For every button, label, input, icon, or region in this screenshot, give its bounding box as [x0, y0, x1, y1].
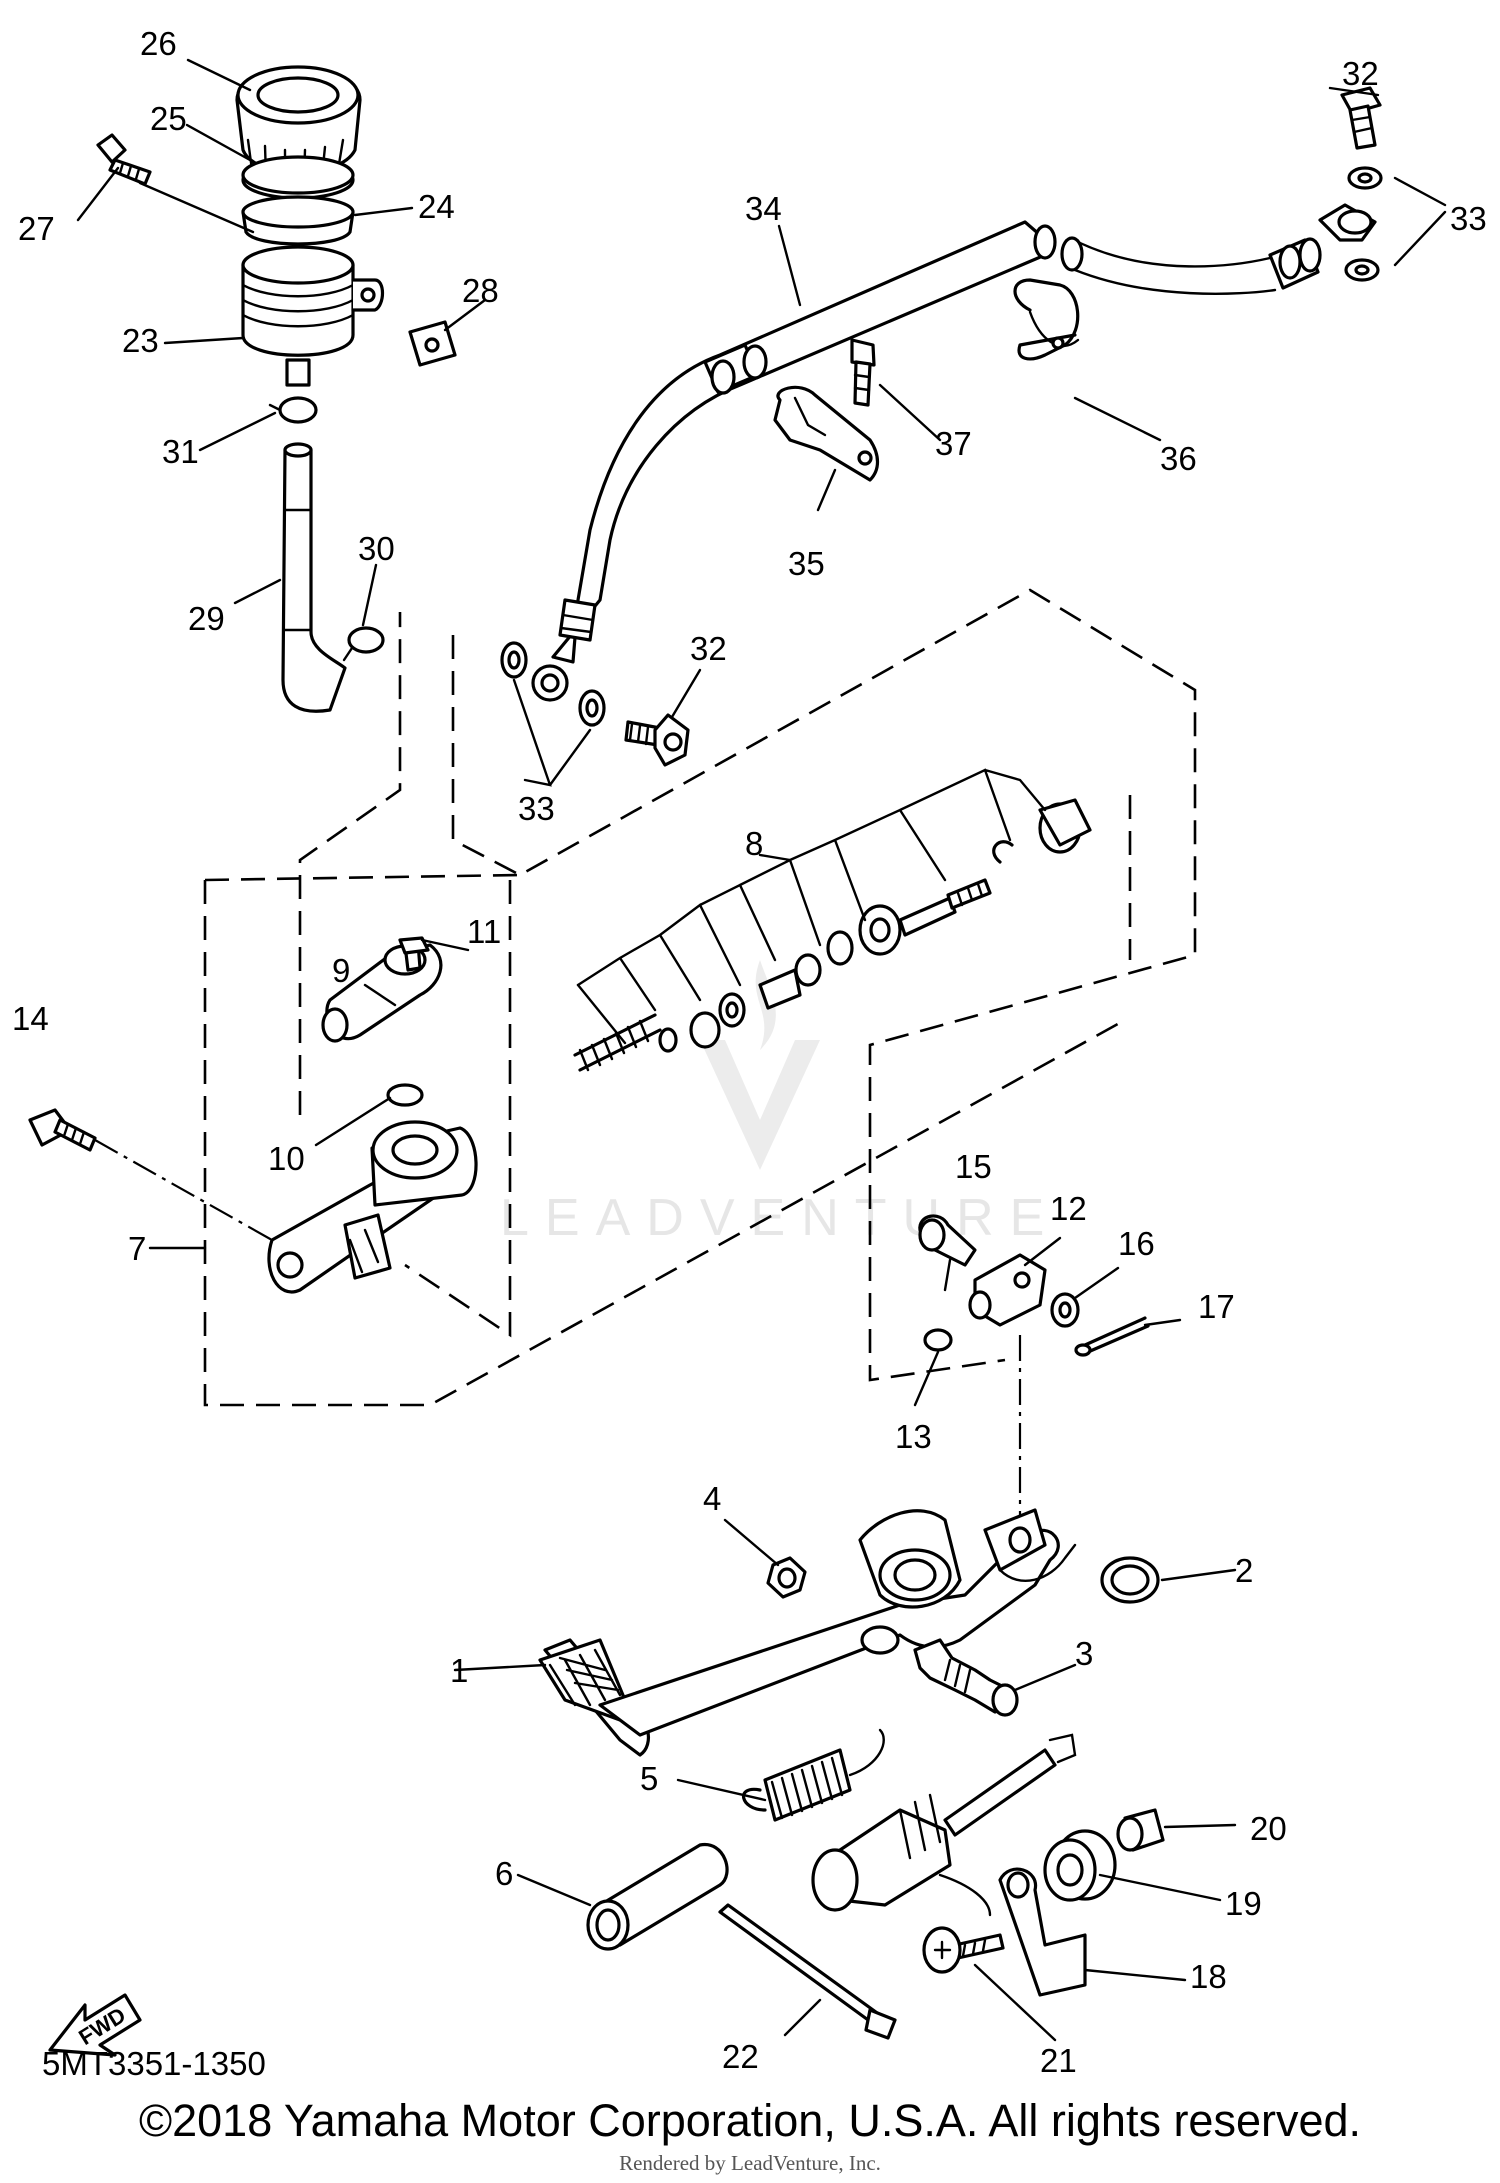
master-cylinder-outline — [203, 880, 1126, 1407]
diagram-code: 5MT3351-1350 — [42, 2045, 266, 2082]
callout-7: 7 — [128, 1230, 146, 1267]
callout-16: 16 — [1118, 1225, 1155, 1262]
washer-16[interactable] — [1050, 1292, 1080, 1328]
leader-lines — [76, 58, 1447, 2042]
callout-36: 36 — [1160, 440, 1197, 477]
callout-23: 23 — [122, 322, 159, 359]
callout-32-mid: 32 — [690, 630, 727, 667]
washer-2[interactable] — [1100, 1556, 1160, 1604]
union-bolt-top[interactable] — [1340, 86, 1382, 150]
brake-switch[interactable] — [811, 1733, 1077, 1917]
callout-18: 18 — [1190, 1958, 1227, 1995]
washer-top-1[interactable] — [1347, 166, 1383, 190]
diaphragm-plate[interactable] — [241, 155, 355, 200]
reservoir-body[interactable] — [241, 245, 385, 387]
copyright-notice: ©2018 Yamaha Motor Corporation, U.S.A. A… — [138, 2095, 1362, 2146]
callout-20: 20 — [1250, 1810, 1287, 1847]
reservoir-hose[interactable] — [281, 442, 347, 713]
cylinder-box-link — [204, 873, 521, 882]
callout-15: 15 — [955, 1148, 992, 1185]
return-spring[interactable] — [742, 1728, 885, 1822]
hose-guide[interactable] — [1013, 278, 1080, 361]
callout-17: 17 — [1198, 1288, 1235, 1325]
callout-31: 31 — [162, 433, 199, 470]
callout-3: 3 — [1075, 1635, 1093, 1672]
brake-hose-assembly — [500, 86, 1383, 767]
callout-13: 13 — [895, 1418, 932, 1455]
callout-19: 19 — [1225, 1885, 1262, 1922]
callouts: 1 2 3 4 5 6 7 8 9 10 11 12 13 14 15 16 1… — [12, 25, 1487, 2079]
callout-6: 6 — [495, 1855, 513, 1892]
hose-bracket[interactable] — [773, 385, 880, 482]
callout-14: 14 — [12, 1000, 49, 1037]
screw-21[interactable] — [922, 1926, 1005, 1974]
nut-13[interactable] — [923, 1328, 953, 1352]
upper-assembly-outline — [451, 588, 1197, 1382]
callout-33-top: 33 — [1450, 200, 1487, 237]
clevis[interactable] — [968, 1253, 1047, 1327]
callout-29: 29 — [188, 600, 225, 637]
callout-35: 35 — [788, 545, 825, 582]
hose-clamp-31[interactable] — [268, 396, 318, 424]
cylinder-box-right — [404, 880, 512, 1338]
nut-4[interactable] — [766, 1556, 807, 1599]
switch-bracket[interactable] — [998, 1867, 1087, 1997]
callout-5: 5 — [640, 1760, 658, 1797]
master-cylinder-internals[interactable] — [573, 768, 1092, 1072]
reservoir-link-line — [298, 612, 402, 1115]
clevis-pin[interactable] — [918, 1214, 977, 1267]
nut-plate[interactable] — [408, 320, 457, 367]
diaphragm[interactable] — [241, 195, 355, 246]
callout-10: 10 — [268, 1140, 305, 1177]
callout-37: 37 — [935, 425, 972, 462]
washer-top-2[interactable] — [1344, 258, 1380, 282]
callout-26: 26 — [140, 25, 177, 62]
bolt-37[interactable] — [850, 338, 876, 407]
bolt-27[interactable] — [96, 133, 152, 186]
hose-clamp-30[interactable] — [342, 626, 385, 662]
rendered-by-credit: Rendered by LeadVenture, Inc. — [619, 2151, 881, 2175]
callout-22: 22 — [722, 2038, 759, 2075]
callout-24: 24 — [418, 188, 455, 225]
pedal-sleeve[interactable] — [586, 1843, 729, 1951]
master-cylinder[interactable] — [267, 1120, 478, 1294]
callout-25: 25 — [150, 100, 187, 137]
reservoir-assembly — [96, 65, 457, 713]
brake-hose[interactable] — [531, 203, 1377, 702]
collar-20[interactable] — [1116, 1808, 1165, 1852]
washer-mid-2[interactable] — [578, 689, 606, 727]
callout-9: 9 — [332, 952, 350, 989]
callout-8: 8 — [745, 825, 763, 862]
grommet-19[interactable] — [1043, 1829, 1117, 1902]
cotter-pin[interactable] — [1074, 1316, 1150, 1357]
callout-28: 28 — [462, 272, 499, 309]
cable-tie[interactable] — [718, 1903, 897, 2040]
callout-1: 1 — [450, 1652, 468, 1689]
watermark-text: LEADVENTURE — [500, 1189, 1060, 1247]
washer-mid-1[interactable] — [500, 641, 528, 679]
brake-pedal[interactable] — [538, 1508, 1077, 1757]
callout-33-mid: 33 — [518, 790, 555, 827]
union-bolt-mid[interactable] — [624, 713, 690, 767]
callout-27: 27 — [18, 210, 55, 247]
callout-11: 11 — [467, 913, 501, 950]
callout-30: 30 — [358, 530, 395, 567]
callout-21: 21 — [1040, 2042, 1077, 2079]
screw-11[interactable] — [398, 936, 430, 972]
pivot-bolt[interactable] — [913, 1638, 1019, 1717]
callout-32-top: 32 — [1342, 55, 1379, 92]
bolt14-axis — [94, 1139, 273, 1241]
callout-34: 34 — [745, 190, 782, 227]
o-ring[interactable] — [386, 1083, 424, 1107]
callout-2: 2 — [1235, 1552, 1253, 1589]
callout-12: 12 — [1050, 1190, 1087, 1227]
callout-4: 4 — [703, 1480, 721, 1517]
bolt-14[interactable] — [28, 1108, 97, 1152]
reservoir-cap[interactable] — [235, 65, 362, 182]
